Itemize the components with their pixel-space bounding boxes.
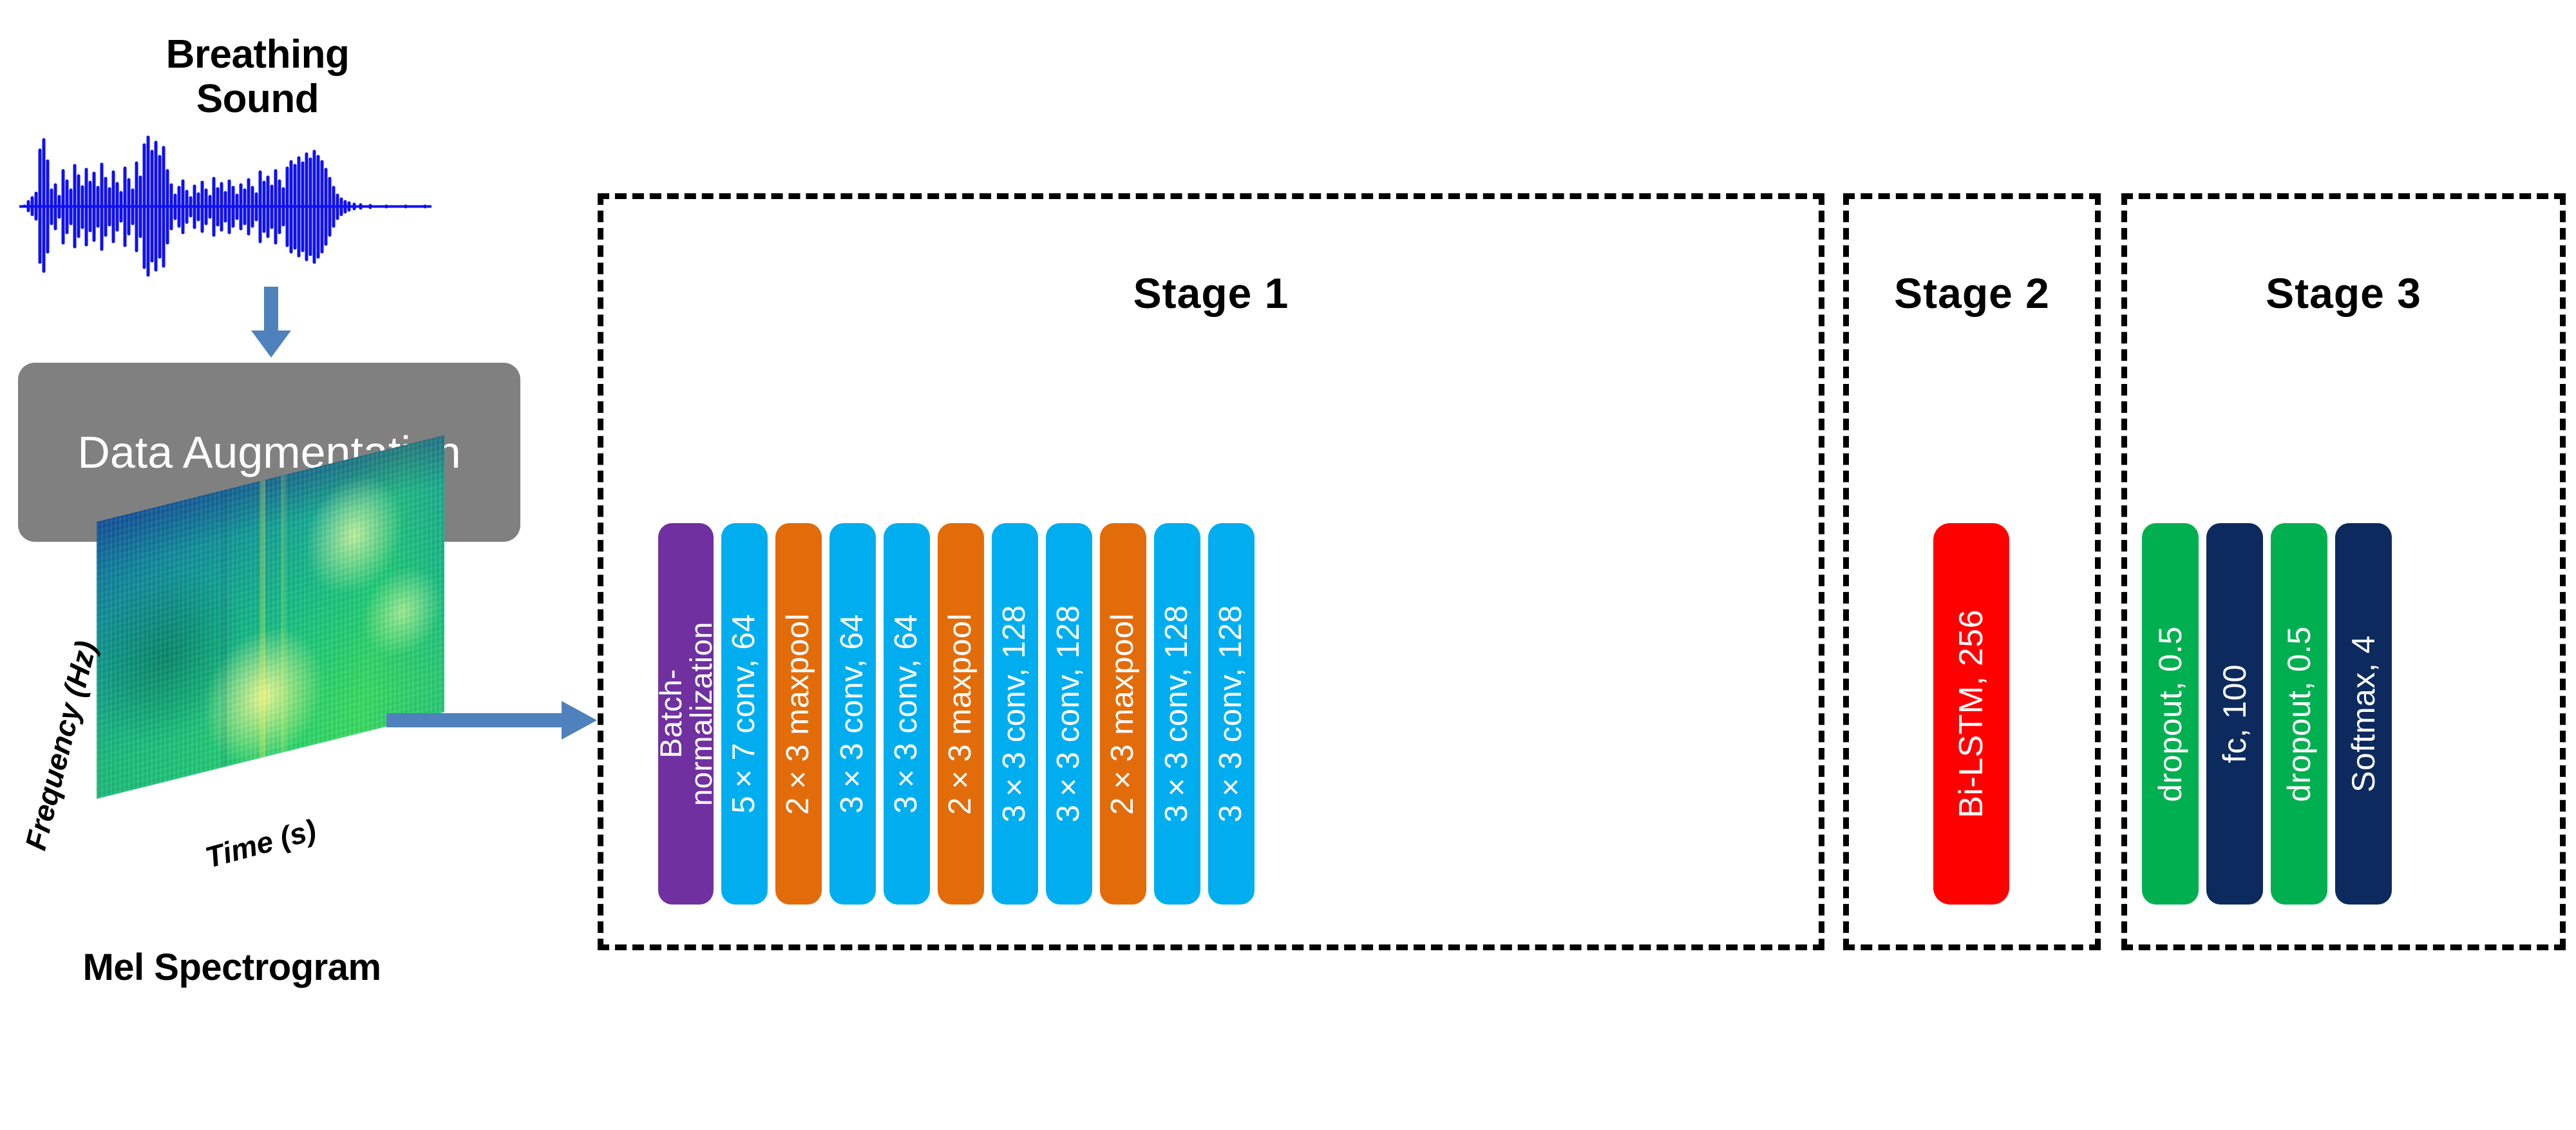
stage-3-container: Stage 3	[2121, 193, 2566, 950]
stage-2-container: Stage 2	[1843, 193, 2101, 950]
layer-label: 2×3 maxpool	[943, 613, 978, 815]
layer-block-batch-normalization[interactable]: Batch- normalization	[654, 523, 718, 905]
layer-label: dropout, 0.5	[2280, 626, 2317, 802]
spectrogram-y-axis-label: Frequency (Hz)	[18, 637, 103, 854]
breathing-sound-label: Breathing Sound	[64, 32, 451, 122]
layer-label: 3×3 conv, 128	[1213, 605, 1249, 823]
layer-block-dropout[interactable]: dropout, 0.5	[2271, 523, 2327, 905]
stage-1-title: Stage 1	[1133, 269, 1289, 317]
layer-label: 2×3 maxpool	[1105, 613, 1141, 815]
spectrogram-x-axis-label: Time (s)	[202, 812, 320, 875]
layer-block-conv[interactable]: 5×7 conv, 64	[721, 523, 768, 905]
layer-block-conv[interactable]: 3×3 conv, 128	[992, 523, 1038, 905]
layer-label: Batch- normalization	[654, 621, 718, 807]
layer-label: 2×3 maxpool	[781, 613, 816, 815]
stage-3-title: Stage 3	[2266, 269, 2421, 317]
stage-3-layer-row: dropout, 0.5 fc, 100 dropout, 0.5 Softmax, …	[2142, 523, 2392, 905]
layer-label: 3×3 conv, 128	[1051, 605, 1086, 823]
layer-block-softmax[interactable]: Softmax, 4	[2335, 523, 2392, 905]
layer-block-conv[interactable]: 3×3 conv, 128	[1046, 523, 1092, 905]
layer-block-conv[interactable]: 3×3 conv, 64	[884, 523, 930, 905]
layer-label: 3×3 conv, 64	[835, 614, 870, 814]
stage-1-container: Stage 1	[598, 193, 1824, 950]
layer-label: dropout, 0.5	[2152, 626, 2188, 802]
breathing-sound-line-1: Breathing	[166, 32, 350, 77]
layer-block-maxpool[interactable]: 2×3 maxpool	[775, 523, 822, 905]
layer-label: 3×3 conv, 128	[997, 605, 1032, 823]
layer-block-dropout[interactable]: dropout, 0.5	[2142, 523, 2199, 905]
layer-block-conv[interactable]: 3×3 conv, 64	[829, 523, 876, 905]
layer-block-conv[interactable]: 3×3 conv, 128	[1154, 523, 1200, 905]
layer-label: 3×3 conv, 64	[889, 614, 924, 814]
layer-label: 3×3 conv, 128	[1159, 605, 1195, 823]
layer-block-fc[interactable]: fc, 100	[2206, 523, 2263, 905]
layer-label: Softmax, 4	[2345, 635, 2382, 792]
layer-label: 5×7 conv, 64	[726, 614, 762, 814]
stage-2-layer-row: Bi-LSTM, 256	[1933, 523, 2009, 905]
mel-spectrogram-label: Mel Spectrogram	[82, 946, 381, 988]
stage-2-title: Stage 2	[1894, 269, 2050, 317]
arrow-sound-to-augmentation-icon	[251, 287, 291, 358]
layer-block-bilstm[interactable]: Bi-LSTM, 256	[1933, 523, 2009, 905]
arrow-spectrogram-to-stage1-icon	[386, 701, 609, 740]
layer-label: fc, 100	[2216, 664, 2253, 763]
layer-block-maxpool[interactable]: 2×3 maxpool	[1100, 523, 1146, 905]
layer-label: Bi-LSTM, 256	[1952, 609, 1990, 818]
audio-waveform-icon	[19, 135, 431, 277]
layer-block-conv[interactable]: 3×3 conv, 128	[1208, 523, 1255, 905]
breathing-sound-line-2: Sound	[196, 77, 319, 122]
layer-block-maxpool[interactable]: 2×3 maxpool	[938, 523, 984, 905]
